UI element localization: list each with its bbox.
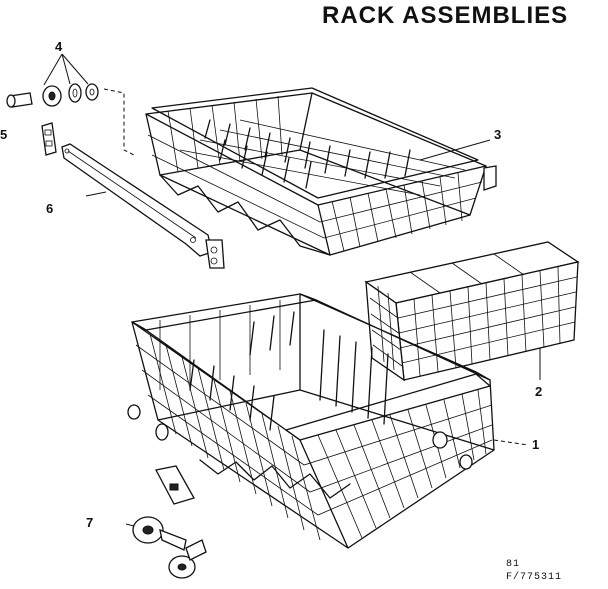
callout-7: 7 [86,515,94,530]
callout-3: 3 [494,127,502,142]
drawing-code-81: 81 [506,559,521,570]
callout-5: 5 [0,127,8,142]
rack-clip-part-5 [41,122,57,156]
diagram-title: RACK ASSEMBLIES [322,2,569,29]
upper-rack-part-3 [145,87,497,256]
lower-rack-part-1 [127,293,529,549]
silverware-basket-part-2 [364,241,580,382]
callout-1: 1 [532,437,540,452]
drawing-code-number: F/775311 [506,572,563,583]
track-rail-part-6 [61,143,225,269]
callout-6: 6 [46,201,54,216]
roller-hardware-part-4 [6,53,135,156]
callout-2: 2 [535,384,543,399]
callout-4: 4 [55,39,63,54]
wheel-assembly-part-7 [125,465,207,579]
